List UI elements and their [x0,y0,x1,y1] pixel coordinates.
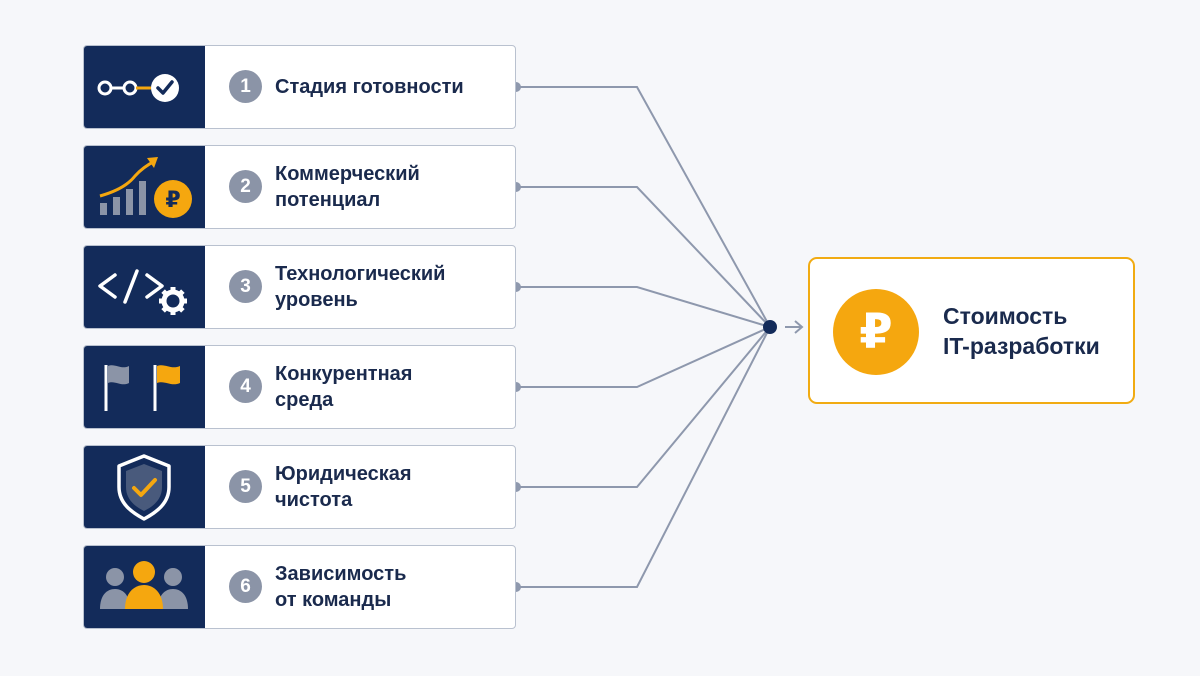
factor-label-1-line-1: Стадия готовности [275,75,464,98]
team-people-icon [84,546,205,628]
factor-label-5: Юридическая чистота [275,446,505,527]
factor-label-5-line-2: чистота [275,488,353,511]
factor-card-4: 4 Конкурентная среда [83,345,516,429]
arrow-right-icon [785,320,804,334]
connector-line-3 [516,286,771,328]
connector-line-2 [516,186,771,328]
factor-number-4: 4 [229,370,262,403]
result-label-line-1: Стоимость [943,302,1068,329]
result-label-line-2: IT-разработки [943,332,1100,359]
factor-card-1: 1 Стадия готовности [83,45,516,129]
two-flags-icon [84,346,205,428]
factor-label-3-line-2: уровень [275,288,358,311]
progress-steps-check-icon [84,46,205,128]
factor-label-4: Конкурентная среда [275,346,505,427]
ruble-coin-icon: ₽ [833,289,919,375]
factor-card-2: ₽ 2 Коммерческий потенциал [83,145,516,229]
svg-text:₽: ₽ [165,188,180,213]
factor-label-2-line-1: Коммерческий [275,162,420,185]
factor-label-3: Технологический уровень [275,246,505,327]
factor-label-5-line-1: Юридическая [275,462,412,485]
factor-card-3: 3 Технологический уровень [83,245,516,329]
result-card: ₽ Стоимость IT-разработки [808,257,1135,404]
factor-label-2: Коммерческий потенциал [275,146,505,227]
factor-number-3: 3 [229,270,262,303]
connector-line-5 [516,326,771,488]
connector-line-6 [516,326,771,588]
growth-chart-ruble-icon: ₽ [84,146,205,228]
connector-line-4 [516,326,771,388]
factor-card-5: 5 Юридическая чистота [83,445,516,529]
factor-label-4-line-1: Конкурентная [275,362,413,385]
factor-label-6-line-2: от команды [275,588,392,611]
factor-label-6: Зависимость от команды [275,546,505,627]
factor-number-2: 2 [229,170,262,203]
factor-label-3-line-1: Технологический [275,262,446,285]
factor-number-1: 1 [229,70,262,103]
factor-label-1: Стадия готовности [275,46,505,127]
factor-label-4-line-2: среда [275,388,334,411]
shield-check-icon [84,446,205,528]
code-gear-icon [84,246,205,328]
factor-label-2-line-2: потенциал [275,188,381,211]
factor-label-6-line-1: Зависимость [275,562,407,585]
svg-text:₽: ₽ [859,304,892,360]
connector-line-1 [516,86,771,328]
result-label: Стоимость IT-разработки [943,259,1128,402]
merge-point [763,320,777,334]
factor-number-6: 6 [229,570,262,603]
factor-card-6: 6 Зависимость от команды [83,545,516,629]
factor-number-5: 5 [229,470,262,503]
